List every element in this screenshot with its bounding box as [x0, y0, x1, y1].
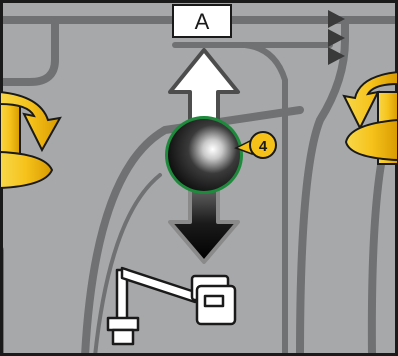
callout-bubble: 4 — [234, 131, 277, 159]
inner-left-curve — [93, 173, 162, 356]
top-label: A — [195, 9, 210, 34]
rotation-arrow-icon — [342, 70, 398, 165]
callout-number: 4 — [259, 138, 268, 155]
left-upper-track-line — [0, 18, 59, 86]
pedal-controller-icon — [106, 266, 237, 346]
rotation-arrow-icon — [0, 90, 62, 190]
triangle-arrow-icon — [328, 47, 345, 65]
top-label-box: A — [172, 4, 232, 38]
ball-icon — [165, 116, 243, 194]
triangle-arrow-icon — [328, 10, 345, 28]
flow-arrows — [328, 10, 345, 65]
right-vertical-curve — [296, 16, 349, 356]
triangle-arrow-icon — [328, 29, 345, 47]
central-left-curve — [81, 106, 304, 356]
branch-curve — [242, 42, 288, 356]
